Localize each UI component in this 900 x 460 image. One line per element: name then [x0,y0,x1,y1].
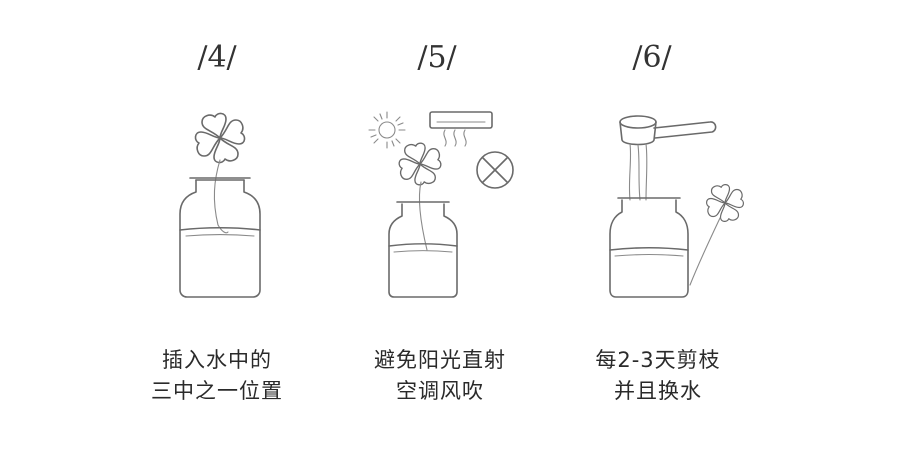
bottle-with-clover-icon [179,112,261,298]
step-5-caption: 避免阳光直射 空调风吹 [330,345,550,407]
step-4-caption-line2: 三中之一位置 [151,379,283,403]
step-6-number: /6/ [632,40,672,75]
step-5-caption-line1: 避免阳光直射 [374,348,506,372]
step-5-caption-line2: 空调风吹 [396,379,484,403]
step-6-caption-line1: 每2-3天剪枝 [595,348,721,372]
step-6-caption: 每2-3天剪枝 并且换水 [548,345,768,407]
step-4-caption-line1: 插入水中的 [162,348,272,372]
step-5-number: /5/ [417,40,457,75]
avoid-sun-and-ac-icon [368,111,514,298]
step-6-caption-line2: 并且换水 [614,379,702,403]
step-4-caption: 插入水中的 三中之一位置 [107,345,327,407]
step-4-number: /4/ [197,40,237,75]
trim-and-change-water-icon [609,115,744,298]
